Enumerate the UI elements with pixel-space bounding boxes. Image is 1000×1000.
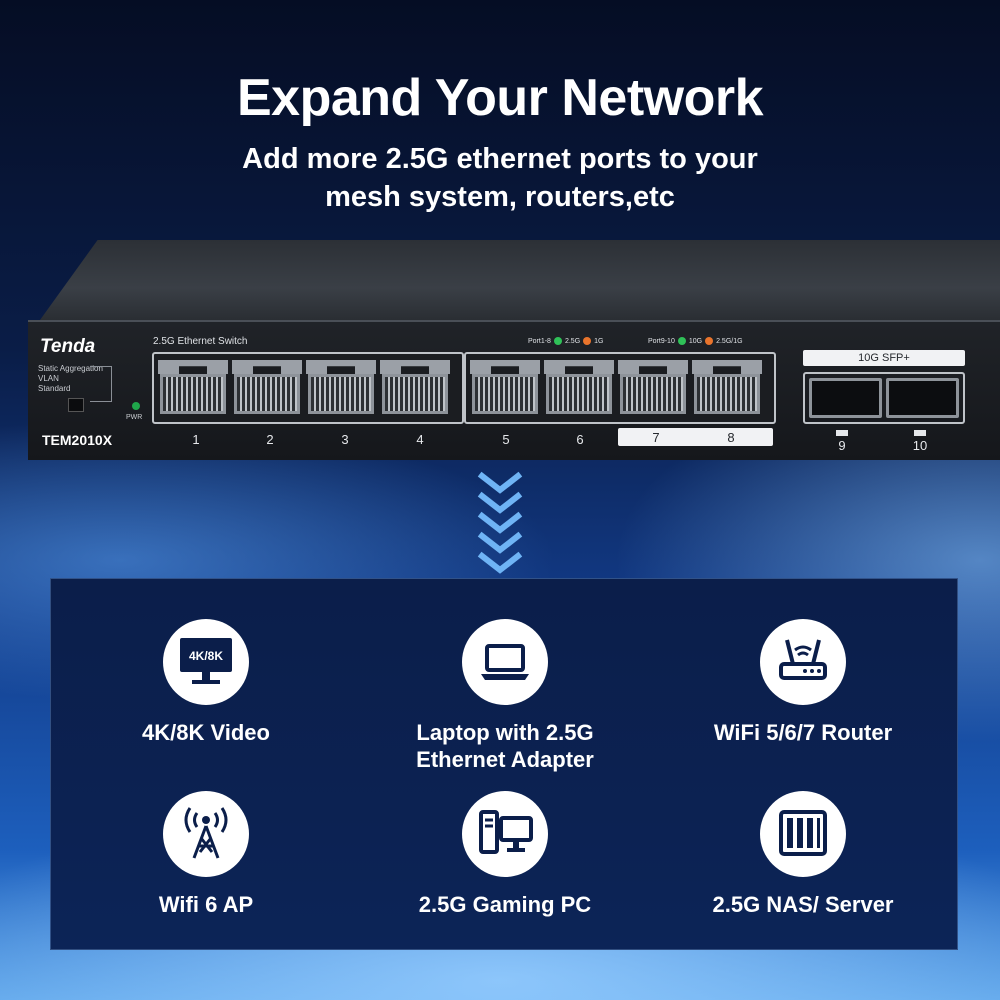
port-number-10: 10 (912, 438, 928, 453)
use-case-icon-circle: 4K/8K (163, 619, 249, 705)
mode-label-static-aggregation: Static Aggregation (38, 364, 103, 373)
legend-orange-label: 1G (594, 337, 604, 345)
ethernet-port-group-1-4 (152, 352, 464, 424)
nas-server-icon (779, 810, 827, 856)
sfp-port-9 (809, 378, 882, 418)
model-number: TEM2010X (42, 432, 113, 448)
use-case-icon-circle (462, 619, 548, 705)
mode-labels: Static Aggregation VLAN Standard (38, 364, 103, 394)
orange-led-icon (583, 337, 592, 345)
ethernet-port-3 (306, 360, 376, 418)
green-led-icon (553, 337, 562, 345)
port-number-8: 8 (727, 430, 735, 445)
sfp-port-10 (886, 378, 959, 418)
mode-bracket (90, 366, 112, 402)
legend-green-label: 10G (688, 337, 703, 345)
brand-logo: Tenda (40, 336, 96, 357)
subheadline: Add more 2.5G ethernet ports to your mes… (0, 140, 1000, 216)
use-case-label: WiFi 5/6/7 Router (713, 720, 893, 745)
sfp-led-9 (836, 430, 848, 436)
port-number-3: 3 (341, 432, 349, 447)
port-number-4: 4 (416, 432, 424, 447)
use-case-label: 4K/8K Video (142, 720, 270, 745)
sfp-label: 10G SFP+ (803, 350, 965, 366)
switch-front-panel: Tenda Static Aggregation VLAN Standard P… (28, 320, 1000, 460)
subheadline-line-2: mesh system, routers,etc (325, 181, 675, 213)
power-label: PWR (126, 414, 143, 421)
ethernet-port-4 (380, 360, 450, 418)
mode-label-standard: Standard (38, 384, 71, 393)
network-switch-image: Tenda Static Aggregation VLAN Standard P… (0, 240, 1000, 470)
use-case-icon-circle (163, 791, 249, 877)
use-cases-panel: 4K/8K 4K/8K Video Laptop with 2.5G Ether… (50, 578, 958, 950)
legend-label: Port9-10 (648, 337, 675, 345)
use-case-router: WiFi 5/6/7 Router (653, 619, 953, 746)
ethernet-port-8 (692, 360, 762, 418)
use-case-laptop: Laptop with 2.5G Ethernet Adapter (355, 619, 655, 773)
subheadline-line-1: Add more 2.5G ethernet ports to your (242, 143, 758, 175)
chevron-down-icon (477, 471, 523, 574)
desktop-pc-icon (479, 810, 533, 854)
mode-label-vlan: VLAN (38, 374, 59, 383)
legend-green-label: 2.5G (564, 337, 581, 345)
power-led (132, 402, 140, 410)
legend-orange-label: 2.5G/1G (716, 337, 743, 345)
use-case-nas-server: 2.5G NAS/ Server (653, 791, 953, 918)
monitor-icon-text: 4K/8K (189, 649, 223, 663)
use-case-label: Wifi 6 AP (158, 892, 254, 917)
use-case-icon-circle (462, 791, 548, 877)
orange-led-icon (705, 337, 714, 345)
port-number-6: 6 (576, 432, 584, 447)
monitor-4k-8k-icon: 4K/8K (180, 638, 232, 684)
use-case-label: 2.5G Gaming PC (418, 892, 592, 917)
legend-label: Port1-8 (528, 337, 551, 345)
ethernet-port-group-5-8 (464, 352, 776, 424)
port-number-2: 2 (266, 432, 274, 447)
use-case-wifi-ap: Wifi 6 AP (56, 791, 356, 918)
ethernet-port-7 (618, 360, 688, 418)
switch-top-panel (40, 240, 1000, 320)
router-icon (779, 639, 827, 680)
switch-title: 2.5G Ethernet Switch (153, 336, 248, 347)
led-legend-port1-8: Port1-8 2.5G 1G (528, 337, 604, 345)
use-case-label: 2.5G NAS/ Server (712, 892, 894, 917)
mode-switch-button (68, 398, 84, 412)
ethernet-port-6 (544, 360, 614, 418)
port-number-7: 7 (652, 430, 660, 445)
ethernet-port-5 (470, 360, 540, 418)
green-led-icon (677, 337, 686, 345)
use-case-gaming-pc: 2.5G Gaming PC (355, 791, 655, 918)
port-number-bar-7-8: 7 8 (618, 428, 773, 446)
port-number-9: 9 (838, 438, 846, 453)
led-legend-port9-10: Port9-10 10G 2.5G/1G (648, 337, 743, 345)
wifi-antenna-icon (184, 807, 228, 859)
laptop-icon (481, 644, 529, 680)
port-number-5: 5 (502, 432, 510, 447)
ethernet-port-1 (158, 360, 228, 418)
use-case-4k-8k-video: 4K/8K 4K/8K Video (56, 619, 356, 746)
use-case-label: Laptop with 2.5G Ethernet Adapter (416, 720, 594, 772)
use-case-icon-circle (760, 619, 846, 705)
ethernet-port-2 (232, 360, 302, 418)
use-case-icon-circle (760, 791, 846, 877)
headline: Expand Your Network (236, 69, 764, 127)
sfp-led-10 (914, 430, 926, 436)
sfp-port-group (803, 372, 965, 424)
port-number-1: 1 (192, 432, 200, 447)
